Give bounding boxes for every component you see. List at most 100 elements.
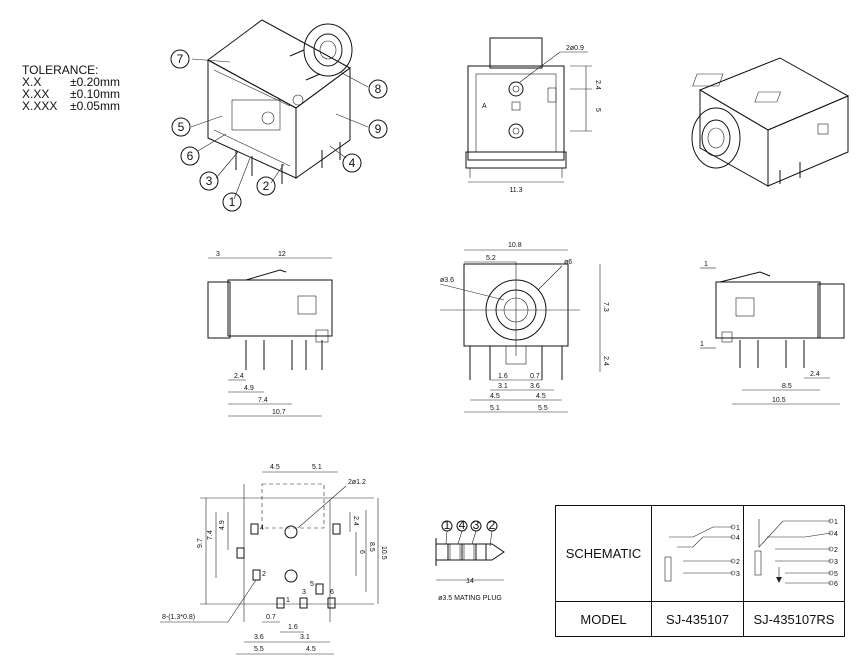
dim-mid-bottom: 1.6 (498, 373, 508, 380)
dim-fp-holes: 2ø1.2 (348, 479, 366, 486)
dim-fp-left: 9.7 (197, 538, 204, 548)
pad-label-1: 1 (286, 597, 290, 604)
schematic-model-table: SCHEMATIC 1 4 2 3 (555, 505, 845, 637)
schematic-b-pin: 3 (834, 559, 838, 566)
dim-front-2-4: 2.4 (594, 80, 601, 90)
dim-front-holes: 2ø0.9 (566, 45, 584, 52)
dim-fp-right: 10.5 (380, 546, 387, 560)
dim-mid-10-8: 10.8 (508, 242, 522, 249)
pad-label-5: 5 (310, 581, 314, 588)
dim-left-bottom: 2.4 (234, 373, 244, 380)
dim-left-3: 3 (216, 251, 220, 258)
tolerance-row: X.XX ±0.10mm (22, 88, 120, 100)
plug-ring-1: 1 (444, 518, 451, 532)
callout-1: 1 (229, 195, 236, 209)
dim-right-1a: 1 (704, 261, 708, 268)
callout-3: 3 (206, 174, 213, 188)
dim-mid-bottom: 3.6 (530, 383, 540, 390)
model-label: MODEL (556, 602, 652, 636)
schematic-label: SCHEMATIC (556, 506, 652, 602)
dim-right-10-5: 10.5 (772, 397, 786, 404)
dim-fp-bottom: 3.1 (300, 634, 310, 641)
schematic-b-pin: 4 (834, 531, 838, 538)
dim-fp-right: 2.4 (352, 516, 359, 526)
callout-5: 5 (178, 120, 185, 134)
dim-front-5: 5 (594, 108, 601, 112)
dim-mid-dia-6: ø6 (564, 259, 572, 266)
tolerance-value: ±0.10mm (70, 87, 120, 101)
tolerance-format: X.X (22, 75, 42, 89)
pad-label-2: 2 (262, 571, 266, 578)
plug-ring-3: 3 (473, 518, 480, 532)
schematic-a-pin: 2 (736, 559, 740, 566)
plug-length: 14 (466, 578, 474, 585)
dim-mid-bottom: 5.5 (538, 405, 548, 412)
schematic-b-pin: 2 (834, 547, 838, 554)
mating-plug-view: 1 4 3 2 14 ø3.5 MATING PLUG (435, 518, 505, 602)
dim-right-1b: 1 (700, 341, 704, 348)
schematic-b-pin: 1 (834, 519, 838, 526)
dim-fp-right: 8.5 (368, 542, 375, 552)
dim-right-8-5: 8.5 (782, 383, 792, 390)
dim-mid-dia-3-6: ø3.6 (440, 277, 454, 284)
dim-fp-bottom: 0.7 (266, 614, 276, 621)
dim-fp-right: 6 (358, 550, 365, 554)
pcb-footprint-view: 4.5 5.1 2ø1.2 4 2 1 3 5 6 9.7 7.4 4.9 2.… (160, 464, 387, 655)
model-a: SJ-435107 (652, 602, 744, 636)
front-letter: A (482, 103, 487, 110)
dim-mid-bottom: 4.5 (490, 393, 500, 400)
tolerance-value: ±0.05mm (70, 99, 120, 113)
dim-fp-4-5: 4.5 (270, 464, 280, 471)
dim-mid-bottom: 3.1 (498, 383, 508, 390)
tolerance-format: X.XX (22, 87, 50, 101)
dim-mid-bottom: 5.1 (490, 405, 500, 412)
callout-6: 6 (187, 149, 194, 163)
callout-4: 4 (349, 156, 356, 170)
mating-face-view: 10.8 5.2 ø3.6 ø6 7.3 2.4 1.6 0.7 3.1 3.6… (439, 242, 609, 413)
dim-left-bottom: 4.9 (244, 385, 254, 392)
dim-fp-5-1: 5.1 (312, 464, 322, 471)
pad-label-4: 4 (260, 525, 264, 532)
schematic-b-pin: 6 (834, 581, 838, 588)
tolerance-block: TOLERANCE: X.X ±0.20mm X.XX ±0.10mm X.XX… (22, 64, 120, 112)
dim-mid-7-3: 7.3 (602, 302, 609, 312)
plug-caption: ø3.5 MATING PLUG (438, 595, 502, 602)
tolerance-value: ±0.20mm (70, 75, 120, 89)
isometric-numbered-view: 7 8 5 9 6 4 3 2 1 (170, 19, 388, 212)
dim-mid-2-4: 2.4 (602, 356, 609, 366)
model-b: SJ-435107RS (753, 611, 835, 627)
schematic-a-pin: 4 (736, 535, 740, 542)
dim-left-12: 12 (278, 251, 286, 258)
schematic-a-diagram: 1 4 2 3 (664, 524, 740, 581)
dim-left-bottom: 7.4 (258, 397, 268, 404)
schematic-a-pin: 3 (736, 571, 740, 578)
dim-fp-bottom: 5.5 (254, 646, 264, 653)
tolerance-row: X.X ±0.20mm (22, 76, 120, 88)
pad-label-3: 3 (302, 589, 306, 596)
callout-9: 9 (375, 122, 382, 136)
front-view: A 2ø0.9 2.4 5 11.3 (465, 37, 601, 194)
dim-fp-bottom: 1.6 (288, 624, 298, 631)
dim-mid-bottom: 0.7 (530, 373, 540, 380)
tolerance-title: TOLERANCE: (22, 63, 99, 77)
callout-8: 8 (375, 82, 382, 96)
plug-ring-2: 2 (489, 518, 496, 532)
dim-front-width: 11.3 (509, 187, 522, 194)
pad-size-note: 8-(1.3*0.8) (162, 614, 195, 621)
tolerance-row: X.XXX ±0.05mm (22, 100, 120, 112)
callout-7: 7 (177, 52, 184, 66)
dim-left-bottom: 10.7 (272, 409, 286, 416)
schematic-a-cell: 1 4 2 3 (652, 506, 744, 602)
pad-label-6: 6 (330, 589, 334, 596)
schematic-a-pin: 1 (736, 525, 740, 532)
dim-mid-5-2: 5.2 (486, 255, 496, 262)
dim-fp-bottom: 3.6 (254, 634, 264, 641)
dim-fp-bottom: 4.5 (306, 646, 316, 653)
schematic-b-pin: 5 (834, 571, 838, 578)
dim-fp-left: 7.4 (207, 530, 214, 540)
right-side-view: 1 1 8.5 2.4 10.5 (700, 261, 845, 405)
isometric-render-view (691, 57, 850, 187)
plug-ring-4: 4 (459, 518, 466, 532)
left-side-view: 3 12 2.4 4.9 7.4 10.7 (207, 251, 333, 417)
